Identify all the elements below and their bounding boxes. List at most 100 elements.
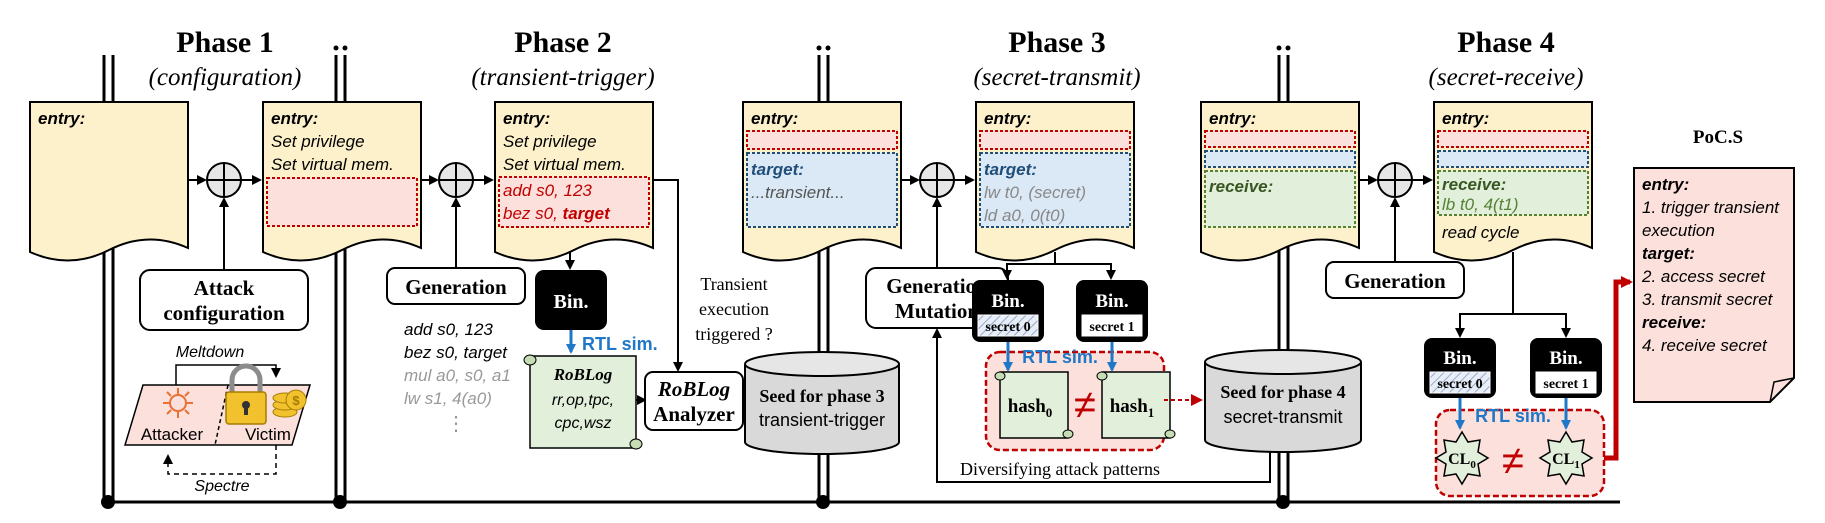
svg-text:target:: target: bbox=[751, 160, 804, 179]
poc-title: PoC.S bbox=[1693, 127, 1743, 148]
svg-text:execution: execution bbox=[699, 299, 769, 319]
svg-text:Transient: Transient bbox=[700, 274, 767, 294]
not-equal-sign-phase3: ≠ bbox=[1074, 383, 1096, 427]
svg-text:Bin.: Bin. bbox=[553, 291, 588, 313]
attack-illustration: Meltdown Attacker Victim $ Spectre bbox=[123, 344, 312, 495]
svg-text:receive:: receive: bbox=[1442, 175, 1506, 194]
combine-operator-1 bbox=[206, 162, 242, 198]
doc-transient-seed: entry: target: ...transient... bbox=[742, 101, 902, 262]
separator-dots bbox=[333, 45, 1291, 51]
svg-text:add s0, 123: add s0, 123 bbox=[404, 320, 493, 339]
svg-text:Seed for phase 4: Seed for phase 4 bbox=[1220, 382, 1345, 402]
coins-icon: $ bbox=[272, 389, 307, 418]
svg-text:Mutation: Mutation bbox=[895, 299, 979, 323]
doc-transmit-program: entry: target: lw t0, (secret) ld a0, 0(… bbox=[975, 101, 1135, 262]
svg-text:lw s1, 4(a0): lw s1, 4(a0) bbox=[404, 389, 492, 408]
svg-text:lb t0, 4(t1): lb t0, 4(t1) bbox=[1442, 195, 1519, 214]
phase3-title: Phase 3 bbox=[1008, 26, 1106, 59]
svg-text:Set virtual mem.: Set virtual mem. bbox=[503, 155, 626, 174]
not-equal-sign-phase4: ≠ bbox=[1502, 439, 1524, 483]
svg-text:hash1: hash1 bbox=[1110, 396, 1155, 420]
svg-text:read cycle: read cycle bbox=[1442, 223, 1519, 242]
roblog-analyzer-box: RoBLog Analyzer bbox=[644, 371, 744, 431]
svg-text:configuration: configuration bbox=[163, 301, 285, 325]
svg-text:Generation: Generation bbox=[405, 275, 507, 299]
svg-text:Seed for phase 3: Seed for phase 3 bbox=[759, 386, 884, 406]
phase4-title: Phase 4 bbox=[1457, 26, 1555, 59]
svg-text:Bin.: Bin. bbox=[1443, 348, 1476, 369]
padlock-icon bbox=[225, 363, 267, 425]
svg-text:Set privilege: Set privilege bbox=[271, 132, 365, 151]
timeline bbox=[101, 495, 1620, 509]
svg-text:entry:: entry: bbox=[751, 109, 798, 128]
svg-text:...transient...: ...transient... bbox=[751, 183, 845, 202]
doc-empty-program: entry: bbox=[29, 101, 189, 262]
svg-text:Set virtual mem.: Set virtual mem. bbox=[271, 155, 394, 174]
combine-operator-4 bbox=[1377, 162, 1413, 198]
meltdown-label: Meltdown bbox=[176, 344, 245, 361]
phase1-title: Phase 1 bbox=[176, 26, 274, 59]
svg-text:Bin.: Bin. bbox=[1095, 291, 1128, 312]
svg-text:RoBLog: RoBLog bbox=[657, 377, 730, 401]
svg-text:Generation: Generation bbox=[886, 274, 988, 298]
binary-secret0-phase4: Bin. secret 0 bbox=[1424, 338, 1496, 398]
svg-text:lw t0, (secret): lw t0, (secret) bbox=[984, 183, 1086, 202]
virus-icon bbox=[163, 388, 193, 418]
svg-text:transient-trigger: transient-trigger bbox=[759, 410, 885, 430]
svg-text:entry:: entry: bbox=[1642, 175, 1689, 194]
binary-secret1-phase4: Bin. secret 1 bbox=[1530, 338, 1602, 398]
generated-code: add s0, 123 bez s0, target mul a0, s0, a… bbox=[404, 320, 511, 435]
svg-text:add s0, 123: add s0, 123 bbox=[503, 181, 592, 200]
roblog-scroll: RoBLog rr,op,tpc, cpc,wsz bbox=[523, 354, 643, 450]
seed-database-phase3: Seed for phase 3 transient-trigger bbox=[744, 351, 900, 455]
svg-text:receive:: receive: bbox=[1642, 313, 1706, 332]
phase2-title: Phase 2 bbox=[514, 26, 612, 59]
hash0-scroll: hash0 bbox=[994, 371, 1074, 439]
svg-text:secret 1: secret 1 bbox=[1543, 377, 1588, 392]
svg-text:triggered ?: triggered ? bbox=[695, 324, 772, 344]
doc-secret-seed: entry: receive: bbox=[1200, 101, 1360, 262]
attack-configuration-box: Attack configuration bbox=[139, 269, 309, 331]
svg-text:$: $ bbox=[292, 393, 300, 408]
spectre-label: Spectre bbox=[194, 478, 249, 495]
svg-text:entry:: entry: bbox=[984, 109, 1031, 128]
svg-text:secret 0: secret 0 bbox=[1437, 377, 1482, 392]
svg-text:rr,op,tpc,: rr,op,tpc, bbox=[552, 392, 614, 409]
svg-text:entry:: entry: bbox=[1442, 109, 1489, 128]
svg-text:bez s0, target: bez s0, target bbox=[404, 343, 508, 362]
hash1-scroll: hash1 bbox=[1096, 371, 1176, 439]
svg-text:execution: execution bbox=[1642, 221, 1715, 240]
svg-text:secret-transmit: secret-transmit bbox=[1223, 407, 1342, 427]
svg-text:target:: target: bbox=[1642, 244, 1695, 263]
cache-line-1-badge: CL1 bbox=[1538, 430, 1594, 486]
svg-text:Set privilege: Set privilege bbox=[503, 132, 597, 151]
svg-text:secret 0: secret 0 bbox=[985, 320, 1030, 335]
rtl-sim-label: RTL sim. bbox=[582, 334, 658, 354]
binary-secret0-phase3: Bin. secret 0 bbox=[972, 280, 1044, 342]
transient-question: Transient execution triggered ? bbox=[695, 274, 772, 344]
svg-text:Analyzer: Analyzer bbox=[653, 402, 735, 426]
phase1-subtitle: (configuration) bbox=[149, 64, 302, 91]
doc-configured-program: entry: Set privilege Set virtual mem. bbox=[262, 101, 422, 262]
svg-text:entry:: entry: bbox=[503, 109, 550, 128]
svg-text:RoBLog: RoBLog bbox=[553, 365, 613, 384]
svg-text:4. receive secret: 4. receive secret bbox=[1642, 336, 1768, 355]
binary-secret1-phase3: Bin. secret 1 bbox=[1076, 280, 1148, 342]
victim-label: Victim bbox=[245, 425, 291, 444]
phase2-subtitle: (transient-trigger) bbox=[471, 64, 654, 91]
combine-operator-3 bbox=[919, 162, 955, 198]
generation-box-phase4: Generation bbox=[1325, 261, 1465, 299]
doc-receive-program: entry: receive: lb t0, 4(t1) read cycle bbox=[1433, 101, 1593, 262]
svg-text:target:: target: bbox=[984, 160, 1037, 179]
svg-text:Bin.: Bin. bbox=[1549, 348, 1582, 369]
rtl-sim-label-phase3: RTL sim. bbox=[1022, 347, 1098, 367]
svg-text:entry:: entry: bbox=[271, 109, 318, 128]
binary-block-phase2: Bin. bbox=[535, 270, 607, 330]
svg-text:ld a0, 0(t0): ld a0, 0(t0) bbox=[984, 206, 1065, 225]
poc-document: PoC.S entry: 1. trigger transient execut… bbox=[1633, 127, 1795, 403]
svg-text:CL1: CL1 bbox=[1552, 451, 1580, 471]
svg-text:entry:: entry: bbox=[38, 109, 85, 128]
svg-text:entry:: entry: bbox=[1209, 109, 1256, 128]
svg-text:cpc,wsz: cpc,wsz bbox=[555, 415, 612, 432]
